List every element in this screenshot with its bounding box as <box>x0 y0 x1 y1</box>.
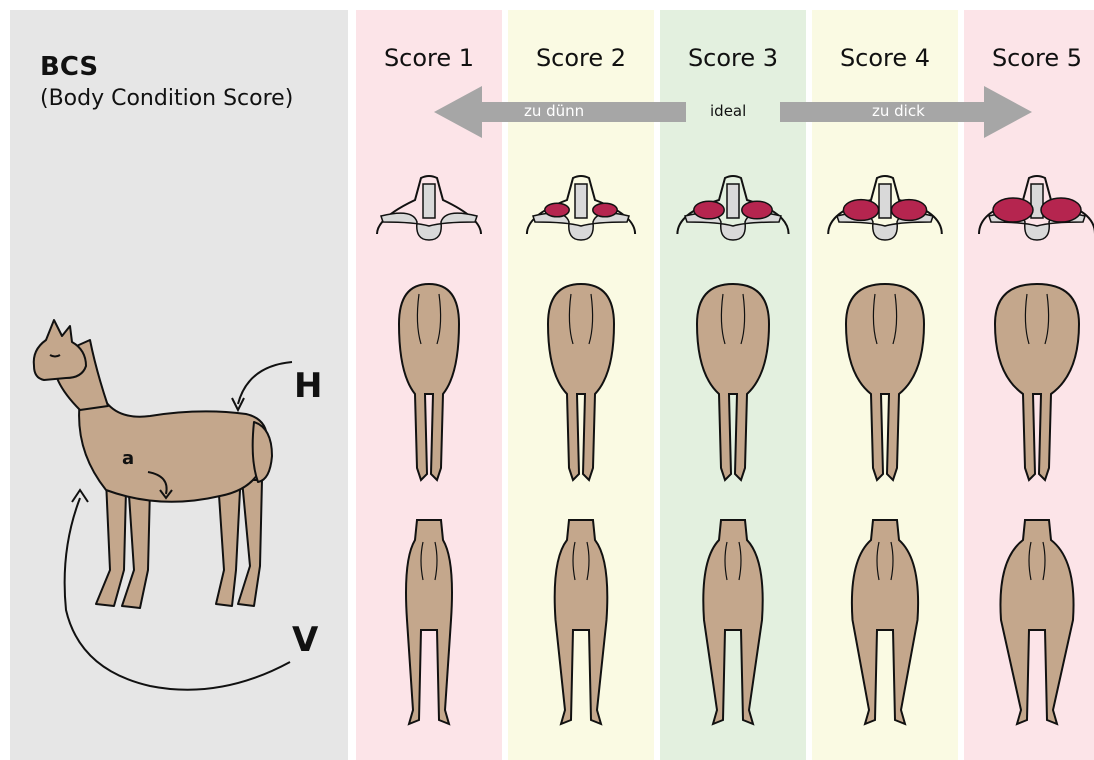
front-view-2 <box>555 520 608 724</box>
spinous-process-2 <box>575 184 587 218</box>
fat-left-2 <box>545 203 569 217</box>
fat-right-4 <box>891 200 926 221</box>
front-view-1 <box>406 520 452 724</box>
front-view-4 <box>852 520 918 724</box>
rear-view-1 <box>399 284 459 480</box>
spinous-process-1 <box>423 184 435 218</box>
front-view-5 <box>1000 520 1073 724</box>
rear-view-5 <box>995 284 1079 480</box>
fat-right-3 <box>742 201 772 219</box>
fat-left-3 <box>694 201 724 219</box>
fat-right-5 <box>1041 198 1081 222</box>
fat-left-5 <box>993 198 1033 222</box>
rear-view-3 <box>697 284 769 480</box>
spinous-process-3 <box>727 184 739 218</box>
front-view-3 <box>703 520 762 724</box>
fat-left-4 <box>843 200 878 221</box>
rear-view-4 <box>846 284 924 480</box>
fat-right-2 <box>593 203 617 217</box>
rear-view-2 <box>548 284 614 480</box>
spinous-process-4 <box>879 184 891 218</box>
